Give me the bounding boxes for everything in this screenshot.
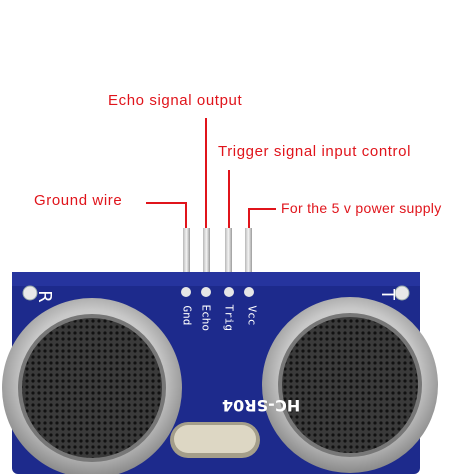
header-pins	[183, 228, 252, 276]
power-supply-label: For the 5 v power supply	[281, 200, 442, 216]
model-label: HC-SR04	[222, 396, 301, 415]
pin-label-trig: Trig	[222, 304, 236, 332]
left-transducer	[2, 298, 182, 474]
leader-lines	[146, 118, 276, 228]
ground-wire-label: Ground wire	[34, 192, 123, 209]
ground-leader-line	[146, 202, 187, 228]
pin-label-vcc: Vcc	[245, 305, 259, 326]
trigger-signal-label: Trigger signal input control	[218, 143, 411, 160]
pin-label-gnd: Gnd	[180, 305, 194, 326]
pin-label-echo: Echo	[199, 304, 213, 332]
gnd-pin	[183, 228, 190, 276]
vcc-pin	[245, 228, 252, 276]
crystal-oscillator	[170, 422, 260, 458]
vcc-leader-line	[248, 208, 276, 228]
right-transducer	[262, 297, 438, 473]
silk-left-mark: R	[33, 290, 55, 303]
trig-pin	[225, 228, 232, 276]
solder-pads	[181, 287, 254, 297]
mounting-hole-left	[22, 285, 38, 301]
silk-right-mark: T	[377, 289, 398, 300]
echo-signal-label: Echo signal output	[108, 92, 243, 109]
echo-pin	[203, 228, 210, 276]
mounting-hole-right	[394, 285, 410, 301]
